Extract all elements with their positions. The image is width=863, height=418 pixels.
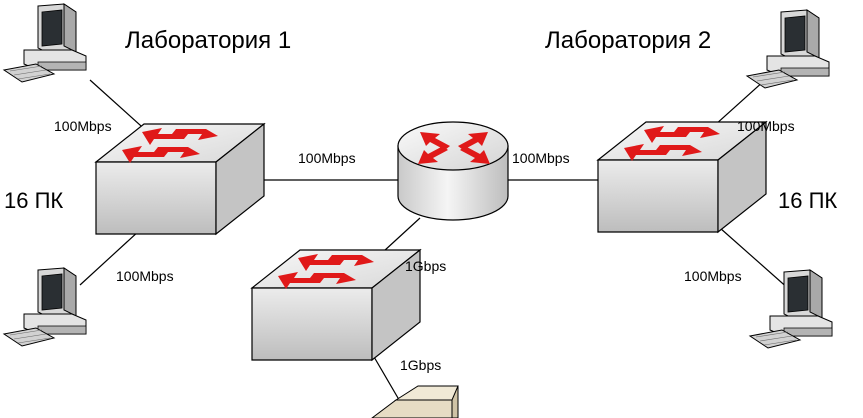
speed-router-core: 1Gbps — [405, 258, 446, 274]
lab1-pc-count: 16 ПК — [4, 188, 63, 213]
lab1-switch-icon — [95, 123, 265, 235]
speed-lab1-bottom-pc: 100Mbps — [116, 268, 174, 284]
core-switch-icon — [251, 249, 421, 361]
links — [79, 79, 791, 411]
link-lab1-bottom-pc — [79, 229, 141, 286]
speed-lab1-router: 100Mbps — [298, 150, 356, 166]
lab1-bottom-pc-icon — [3, 267, 87, 347]
lab2-switch-icon — [597, 121, 767, 233]
router-icon — [397, 121, 509, 221]
speed-lab2-top-pc: 100Mbps — [737, 118, 795, 134]
lab2-pc-count: 16 ПК — [778, 188, 837, 213]
speed-lab1-top-pc: 100Mbps — [54, 118, 112, 134]
speed-lab2-bottom-pc: 100Mbps — [684, 268, 742, 284]
lab1-top-pc-icon — [3, 3, 87, 83]
lab2-top-pc-icon — [746, 9, 830, 89]
link-lab1-top-pc — [89, 79, 151, 135]
server-icon — [371, 385, 459, 418]
speed-router-lab2: 100Mbps — [512, 150, 570, 166]
lab1-title: Лаборатория 1 — [125, 27, 291, 54]
link-lab2-bottom-pc — [719, 227, 791, 291]
lab2-title: Лаборатория 2 — [545, 27, 711, 54]
speed-core-server: 1Gbps — [400, 357, 441, 373]
lab2-bottom-pc-icon — [749, 269, 833, 349]
